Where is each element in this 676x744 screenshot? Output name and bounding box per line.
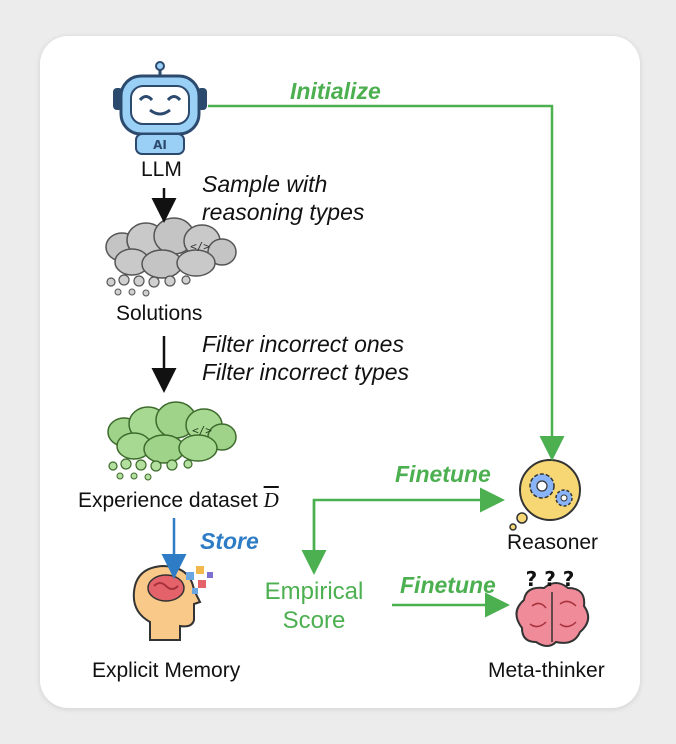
robot-badge-text: AI bbox=[153, 138, 167, 152]
robot-icon: AI bbox=[113, 61, 207, 155]
sample-step-label: Sample with reasoning types bbox=[202, 171, 364, 226]
explicit-memory-label: Explicit Memory bbox=[92, 659, 241, 682]
arrow-initialize bbox=[208, 104, 565, 461]
filter-step-line1: Filter incorrect ones bbox=[202, 331, 404, 357]
head-memory-icon bbox=[132, 564, 213, 641]
gray-cloud-code: </> bbox=[190, 240, 210, 253]
finetune-reasoner-edge-label: Finetune bbox=[395, 461, 491, 487]
brain-icon: ? ? ? bbox=[515, 567, 590, 647]
finetune-meta-edge-label: Finetune bbox=[400, 572, 496, 598]
store-edge-label: Store bbox=[200, 528, 259, 554]
reasoner-label: Reasoner bbox=[507, 531, 599, 554]
filter-step-line2: Filter incorrect types bbox=[202, 358, 410, 385]
empirical-score-line2: Score bbox=[282, 606, 346, 634]
question-marks: ? ? ? bbox=[526, 567, 575, 591]
experience-dataset-label: Experience dataset D bbox=[78, 488, 279, 513]
empirical-score-label: Empirical Score bbox=[262, 578, 366, 636]
experience-dataset-text: Experience dataset bbox=[78, 489, 264, 512]
gray-cloud-icon: </> bbox=[105, 217, 237, 297]
sample-step-line2: reasoning types bbox=[202, 198, 365, 225]
filter-step-label: Filter incorrect ones Filter incorrect t… bbox=[202, 331, 409, 386]
sample-step-line1: Sample with bbox=[202, 171, 328, 197]
gears-bubble-icon bbox=[509, 459, 581, 531]
initialize-edge-label: Initialize bbox=[290, 78, 381, 104]
green-cloud-icon: </> bbox=[107, 401, 237, 481]
solutions-label: Solutions bbox=[116, 302, 203, 325]
meta-thinker-label: Meta-thinker bbox=[488, 659, 605, 682]
empirical-score-line1: Empirical bbox=[264, 578, 364, 605]
arrow-finetune-reasoner bbox=[312, 487, 505, 568]
green-cloud-code: </> bbox=[192, 424, 212, 437]
llm-label: LLM bbox=[141, 158, 182, 181]
experience-dataset-symbol: D bbox=[263, 488, 279, 512]
